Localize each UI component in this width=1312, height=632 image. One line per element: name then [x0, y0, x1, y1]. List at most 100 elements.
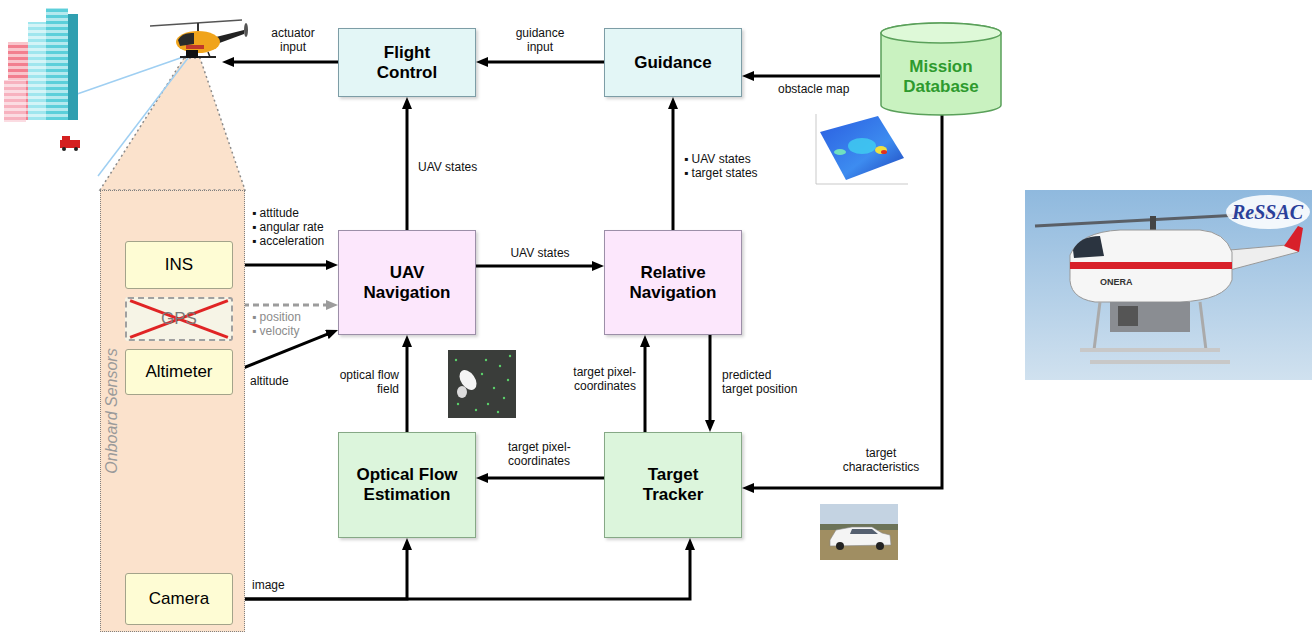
- box-title: Guidance: [634, 53, 711, 73]
- database-cylinder: Mission Database: [880, 22, 1002, 116]
- obstacle-map-image: [881, 150, 887, 154]
- helicopter: [186, 45, 204, 49]
- optical-flow-image: [457, 403, 459, 405]
- signal-arrow: [482, 61, 604, 64]
- optical-flow-image: [509, 355, 511, 357]
- camera-sight-lines: [60, 56, 188, 176]
- signal-arrow: [233, 544, 690, 599]
- city-buildings: [46, 8, 68, 120]
- signal-bullet: ▪ target states: [684, 166, 758, 180]
- helicopter: [150, 20, 242, 26]
- ressac-helicopter-photo: [1118, 306, 1138, 326]
- ressac-helicopter-photo: [1080, 348, 1220, 352]
- signal-arrow: [406, 103, 409, 230]
- process-box: Optical Flow Estimation: [338, 432, 476, 538]
- helicopter: [186, 50, 198, 58]
- edge-label: UAV states: [418, 160, 477, 174]
- disabled-signal-arrow: [233, 304, 332, 307]
- camera-sight-lines: [98, 58, 188, 176]
- edge-label-box: target characteristics: [836, 446, 926, 474]
- ressac-helicopter-photo: [1070, 230, 1232, 302]
- edge-label-box: guidance input: [510, 26, 570, 54]
- optical-flow-image: [497, 411, 499, 413]
- optical-flow-image: [499, 365, 501, 367]
- helicopter: [244, 23, 248, 37]
- disabled-signal-bullet: ▪ velocity: [252, 324, 300, 338]
- optical-flow-image: [493, 387, 495, 389]
- city-buildings: [4, 80, 26, 122]
- box-title: UAV Navigation: [354, 263, 460, 303]
- label-box: ▪ acceleration: [252, 234, 324, 248]
- optical-flow-image: [485, 359, 487, 361]
- optical-flow-image: [487, 403, 489, 405]
- optical-flow-image: [475, 409, 477, 411]
- optical-flow-image: [448, 350, 516, 418]
- edge-label: obstacle map: [778, 82, 849, 96]
- control-box: Flight Control: [338, 28, 476, 97]
- signal-arrow: [672, 103, 675, 230]
- city-buildings: [46, 8, 68, 120]
- label-box: ▪ attitude: [252, 206, 299, 220]
- edge-label-box: target pixel-coordinates: [508, 440, 580, 468]
- ressac-helicopter-photo: [1284, 226, 1303, 252]
- edge-label: guidance input: [510, 26, 570, 54]
- label-box: ▪ target states: [684, 166, 758, 180]
- signal-arrow: [482, 477, 604, 480]
- fire-truck: [62, 147, 66, 151]
- ressac-helicopter-photo: [1025, 190, 1312, 380]
- edge-label: target pixel-coordinates: [508, 440, 580, 468]
- city-buildings: [4, 80, 26, 122]
- label-box: ▪ UAV states: [684, 152, 751, 166]
- city-buildings: [28, 22, 48, 120]
- helicopter: [176, 31, 220, 53]
- disabled-signal-bullet: ▪ position: [252, 310, 301, 324]
- sensor-name: Altimeter: [145, 362, 212, 382]
- signal-arrow: [476, 265, 598, 268]
- optical-flow-image: [455, 355, 511, 413]
- edge-label-box: UAV states: [418, 160, 477, 174]
- city-buildings: [68, 14, 78, 120]
- label-box: ▪ velocity: [252, 324, 300, 338]
- car-photo: [820, 504, 898, 560]
- sensor-band: Onboard SensorsINSGPSAltimeterCamera: [100, 190, 245, 632]
- ressac-helicopter-photo: [1070, 262, 1232, 269]
- band-title: Onboard Sensors: [102, 348, 120, 473]
- sensor-name: GPS: [161, 309, 197, 329]
- box-title: Flight Control: [354, 43, 460, 83]
- fire-truck: [60, 140, 80, 148]
- optical-flow-image: [481, 373, 483, 375]
- process-box: UAV Navigation: [338, 230, 476, 335]
- label-box: ▪ angular rate: [252, 220, 324, 234]
- ressac-helicopter-photo: [1200, 302, 1206, 350]
- edge-label-box: predicted target position: [722, 368, 802, 396]
- label-box: ReSSAC: [1232, 201, 1303, 223]
- signal-arrow: [748, 115, 942, 488]
- edge-label: predicted target position: [722, 368, 802, 396]
- signal-arrow: [748, 75, 880, 78]
- helicopter: [150, 20, 248, 58]
- box-title: Relative Navigation: [620, 263, 726, 303]
- obstacle-map-image: [848, 138, 876, 154]
- obstacle-map-image: [816, 114, 908, 184]
- sensor-box: Altimeter: [125, 349, 233, 395]
- signal-arrow: [709, 335, 712, 426]
- sensor-name: Camera: [149, 589, 209, 609]
- city-buildings: [4, 8, 78, 122]
- box-title: Target Tracker: [620, 465, 726, 505]
- edge-label: UAV states: [505, 246, 575, 260]
- process-box: Target Tracker: [604, 432, 742, 538]
- cross-line: [130, 301, 228, 338]
- box-title: Optical Flow Estimation: [354, 465, 460, 505]
- obstacle-map-image: [820, 116, 904, 180]
- signal-arrow: [233, 264, 332, 267]
- signal-bullet: ▪ UAV states: [684, 152, 751, 166]
- city-buildings: [28, 22, 48, 120]
- car-photo: [820, 504, 898, 560]
- optical-flow-image: [457, 386, 467, 398]
- edge-label: image: [252, 578, 285, 592]
- edge-label-box: altitude: [250, 374, 289, 388]
- car-photo: [836, 542, 844, 550]
- car-photo: [850, 529, 878, 534]
